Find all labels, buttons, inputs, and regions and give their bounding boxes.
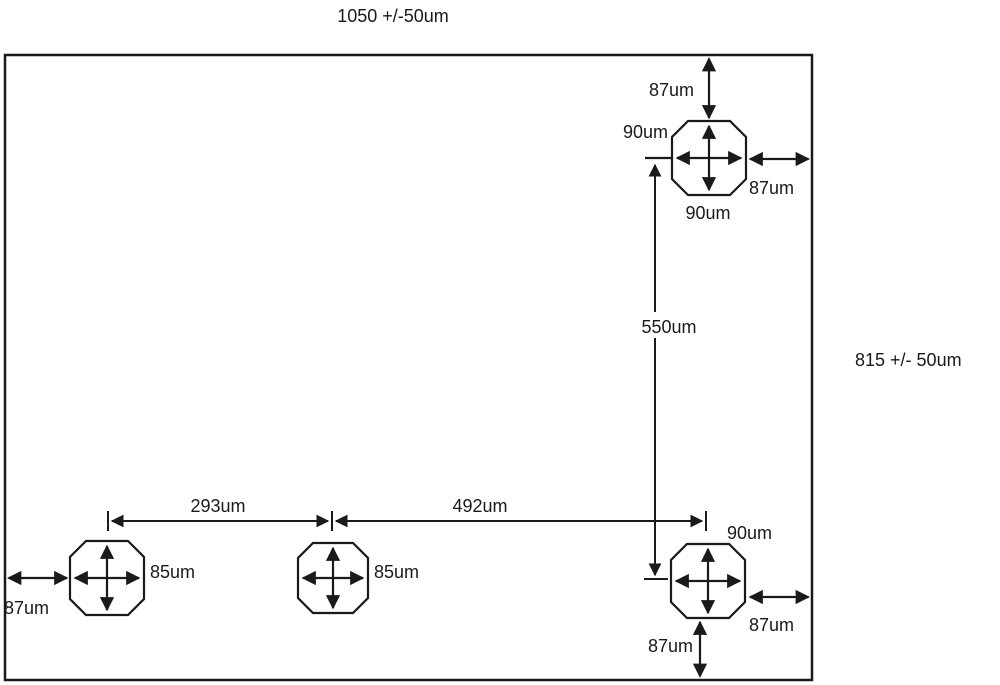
pad-bottom-left [7, 539, 146, 617]
die-width-label: 1050 +/-50um [337, 6, 449, 26]
pad-bottom-left-left-gap-label: 87um [4, 598, 49, 618]
pad-bottom-right-bottom-gap-label: 87um [648, 636, 693, 656]
pad-bottom-middle [296, 541, 370, 615]
pad-bottom-right-right-gap-label: 87um [749, 615, 794, 635]
pad-top-right-height-label: 90um [685, 203, 730, 223]
vertical-pitch-label: 550um [641, 317, 696, 337]
pitch-left-label: 293um [190, 496, 245, 516]
pad-bottom-right [669, 542, 810, 678]
pad-top-right-top-gap-label: 87um [649, 80, 694, 100]
pad-top-right [645, 57, 810, 197]
pad-top-right-width-label: 90um [623, 122, 668, 142]
die-height-label: 815 +/- 50um [855, 350, 962, 370]
pad-bottom-right-width-label: 90um [727, 523, 772, 543]
pad-bottom-left-size-label: 85um [150, 562, 195, 582]
vertical-pitch-label-background [637, 312, 701, 338]
pad-top-right-right-gap-label: 87um [749, 178, 794, 198]
die-outline [3, 53, 814, 682]
pitch-right-label: 492um [452, 496, 507, 516]
pad-bottom-middle-size-label: 85um [374, 562, 419, 582]
vertical-pitch-dimension [644, 163, 668, 580]
horizontal-pitch-dimensions [107, 511, 707, 531]
